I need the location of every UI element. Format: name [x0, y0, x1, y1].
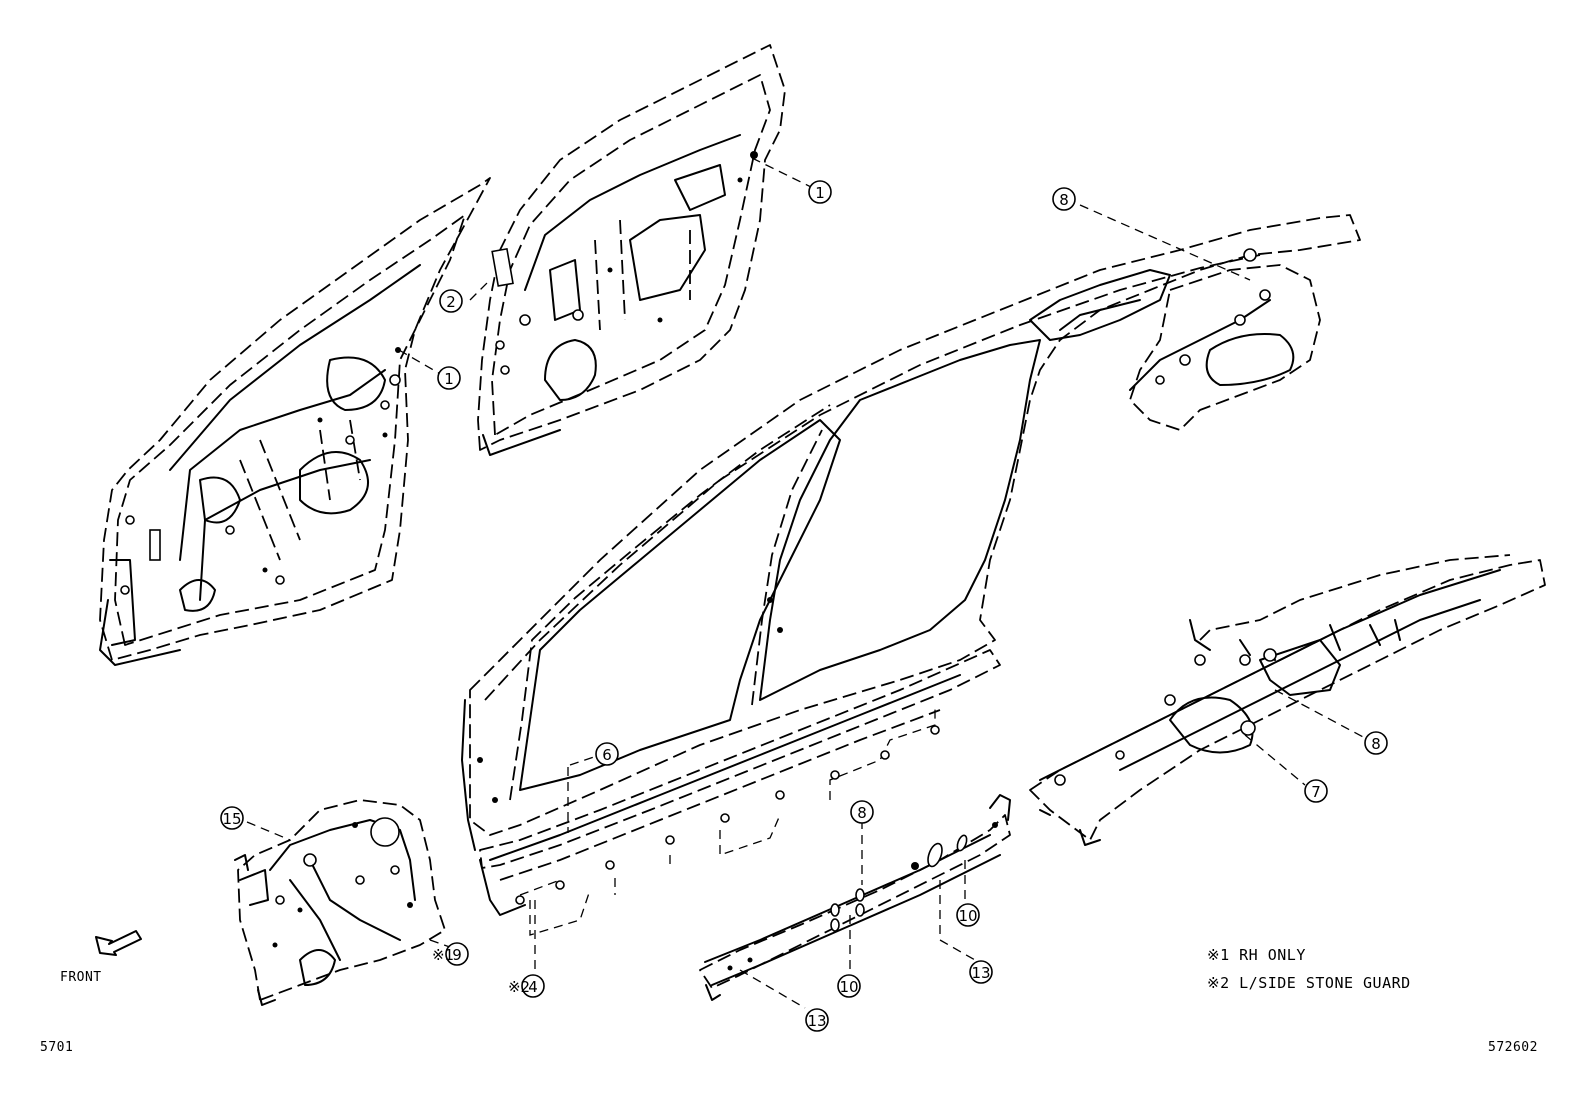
front-apron-panel [234, 799, 446, 1006]
callout-circle [220, 806, 244, 830]
callout-10b: 10 [956, 903, 980, 927]
note-stone-guard: ※2 L/SIDE STONE GUARD [1207, 974, 1411, 992]
callout-13a: 13 [969, 960, 993, 984]
callout-circle [521, 974, 545, 998]
front-label: FRONT [60, 970, 102, 985]
callout-circle [808, 180, 832, 204]
callout-number: 9 [452, 946, 462, 964]
callout-2: 2 [439, 289, 463, 313]
callout-prefix: ※1 [432, 946, 454, 964]
rear-door-panel [477, 44, 786, 456]
callout-circle [437, 366, 461, 390]
callout-number: 7 [1311, 783, 1321, 801]
callout-prefix: ※2 [508, 978, 530, 996]
callout-6: 6 [595, 742, 619, 766]
callout-7: 7 [1304, 779, 1328, 803]
callout-number: 6 [602, 746, 612, 764]
callout-group: 1 1 2 4※2 6 7 8 8 8 9※1 10 10 13 13 15 [220, 180, 1388, 1032]
callout-circle [969, 960, 993, 984]
callout-number: 10 [958, 907, 977, 925]
front-door-panel [99, 177, 491, 666]
note-rh-only: ※1 RH ONLY [1207, 946, 1306, 964]
callout-8b: 8 [1364, 731, 1388, 755]
rocker-reinforcement [699, 794, 1011, 1001]
callout-9: 9※1 [432, 942, 469, 966]
callout-circle [1052, 187, 1076, 211]
front-arrow-icon [95, 930, 142, 956]
callout-1b: 1 [437, 366, 461, 390]
callout-8a: 8 [1052, 187, 1076, 211]
rear-side-member [1029, 554, 1546, 846]
callout-number: 8 [1059, 191, 1069, 209]
page-code-right: 572602 [1488, 1040, 1538, 1055]
callout-15: 15 [220, 806, 244, 830]
callout-circle [1364, 731, 1388, 755]
callout-number: 1 [444, 370, 454, 388]
body-side-outer-panel [461, 214, 1361, 936]
leader-lines [246, 157, 1366, 1009]
callout-circle [1304, 779, 1328, 803]
callout-number: 8 [1371, 735, 1381, 753]
callout-13b: 13 [805, 1008, 829, 1032]
callout-number: 4 [528, 978, 538, 996]
callout-circle [850, 800, 874, 824]
callout-circle [956, 903, 980, 927]
callout-10a: 10 [837, 974, 861, 998]
callout-number: 13 [971, 964, 990, 982]
callout-1a: 1 [808, 180, 832, 204]
callout-number: 1 [815, 184, 825, 202]
callout-number: 8 [857, 804, 867, 822]
callout-circle [837, 974, 861, 998]
callout-8c: 8 [850, 800, 874, 824]
callout-number: 13 [807, 1012, 826, 1030]
callout-number: 15 [222, 810, 241, 828]
callout-number: 2 [446, 293, 456, 311]
page-code-left: 5701 [40, 1040, 74, 1055]
callout-circle [805, 1008, 829, 1032]
callout-circle [439, 289, 463, 313]
callout-circle [595, 742, 619, 766]
callout-number: 10 [839, 978, 858, 996]
callout-4: 4※2 [508, 974, 545, 998]
callout-circle [445, 942, 469, 966]
